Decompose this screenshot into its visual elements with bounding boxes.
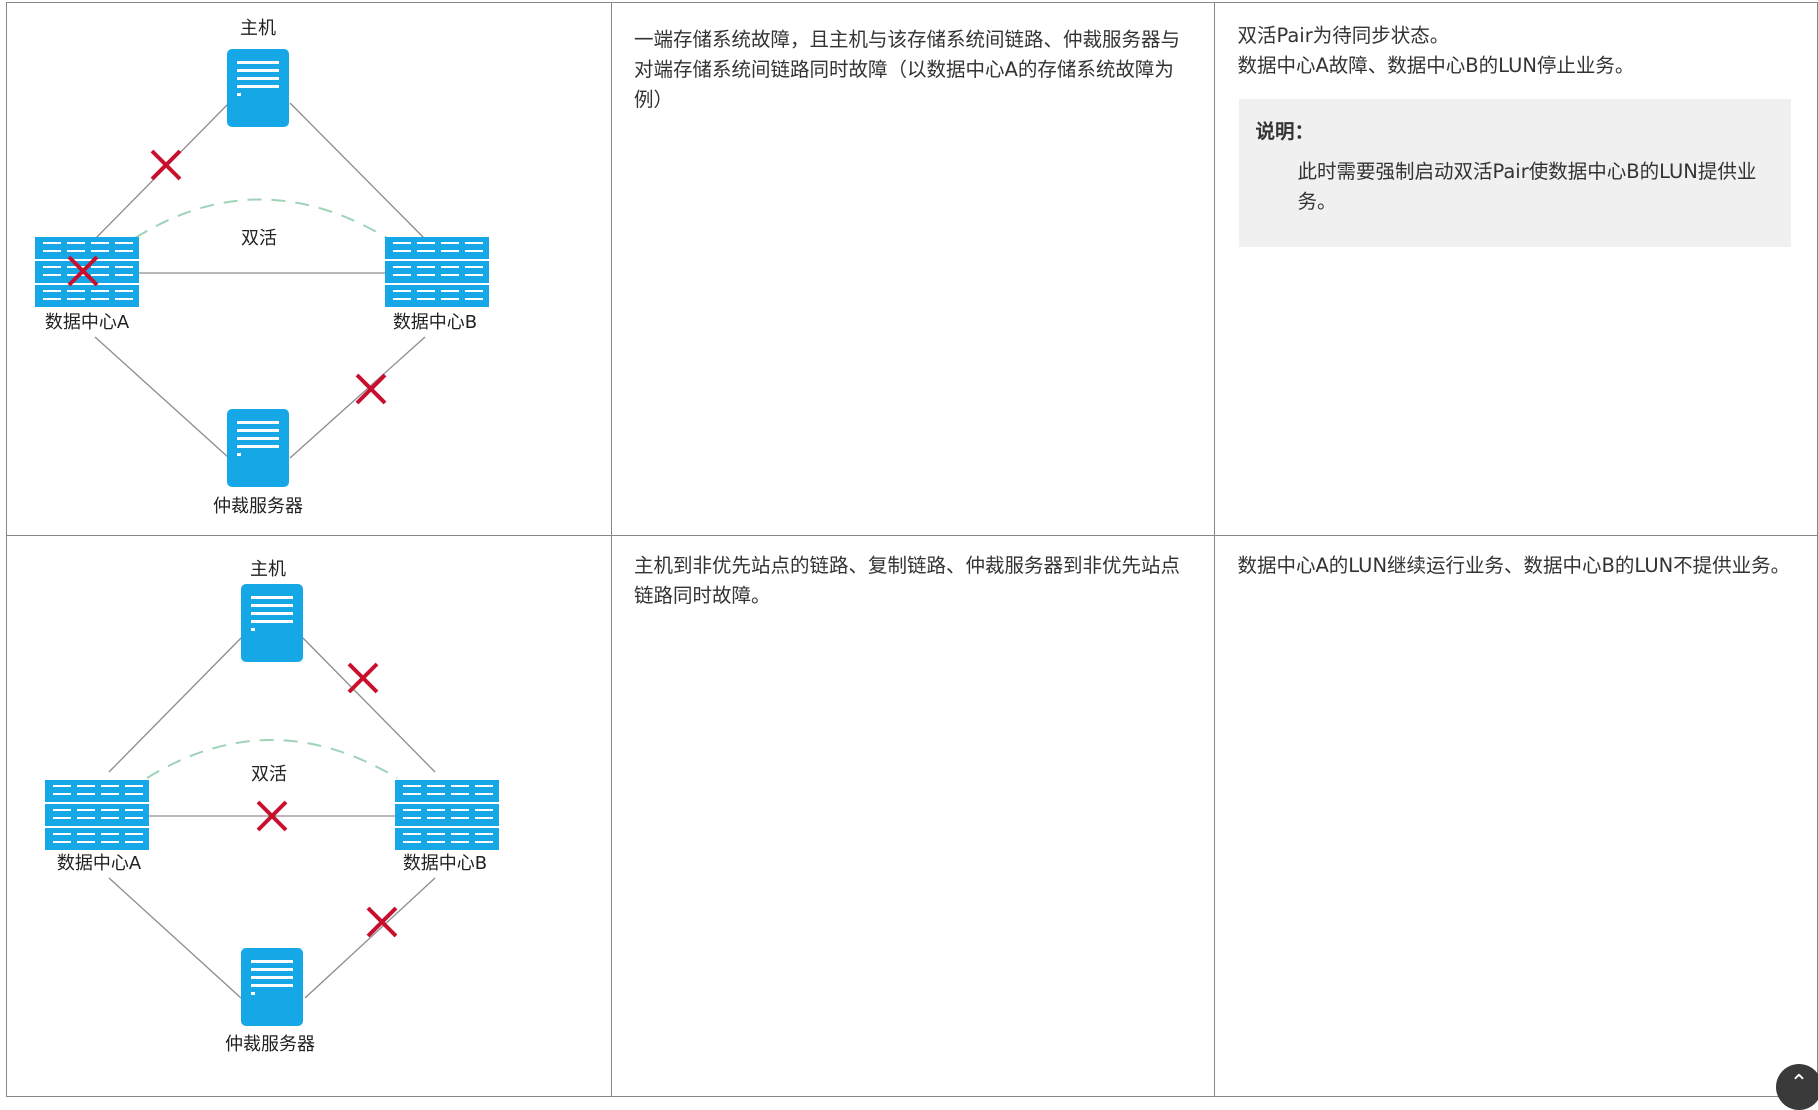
arbiter-server-icon [227,409,289,487]
link-arbiter-dc-a [108,877,242,999]
topology-diagram: 主机 仲裁服务器 [35,18,489,517]
condition-cell: 一端存储系统故障，且主机与该存储系统间链路、仲裁服务器与对端存储系统间链路同时故… [610,2,1216,536]
note-body: 此时需要强制启动双活Pair使数据中心B的LUN提供业务。 [1297,160,1757,213]
table-row: 主机 仲裁服务器 [6,535,1818,1097]
replication-link-fail-cross-mark-icon [256,800,288,832]
dc-b-label: 数据中心B [403,853,487,874]
document-page: 主机 仲裁服务器 [6,2,1818,1110]
link-host-dc-b [289,102,426,240]
result-line: 双活Pair为待同步状态。 [1237,24,1450,47]
result-cell: 数据中心A的LUN继续运行业务、数据中心B的LUN不提供业务。 [1214,535,1818,1097]
dc-b-storage-array-icon [385,237,489,307]
link-host-dc-a [108,635,244,773]
active-active-link [146,739,398,779]
result-cell: 双活Pair为待同步状态。 数据中心A故障、数据中心B的LUN停止业务。 说明：… [1214,2,1818,536]
dc-a-fail-cross-mark-icon [67,255,99,287]
dc-b-storage-array-icon [395,780,499,850]
dc-a-storage-array-icon [35,237,139,307]
link-arbiter-dc-a [94,336,230,459]
link-arbiter-dc-b [304,877,436,999]
link-host-dc-b [300,635,436,773]
result-line: 数据中心A故障、数据中心B的LUN停止业务。 [1237,54,1635,77]
dc-a-label: 数据中心A [45,312,130,333]
arbiter-server-icon [241,948,303,1026]
condition-cell: 主机到非优先站点的链路、复制链路、仲裁服务器到非优先站点链路同时故障。 [610,535,1216,1097]
topology-diagram: 主机 仲裁服务器 [45,559,499,1055]
host-link-fail-cross-mark-icon [347,662,379,694]
link-arbiter-dc-b [289,336,426,459]
failure-scenario-table: 主机 仲裁服务器 [6,2,1818,1097]
dc-a-storage-array-icon [45,780,149,850]
active-active-link [134,198,388,239]
dc-b-label: 数据中心B [393,312,477,333]
diagram-cell: 主机 仲裁服务器 [6,535,612,1097]
host-label: 主机 [250,559,286,580]
host-link-fail-cross-mark-icon [150,149,182,181]
result-line: 数据中心A的LUN继续运行业务、数据中心B的LUN不提供业务。 [1237,554,1791,577]
arbiter-link-fail-cross-mark-icon [366,906,398,938]
arbiter-label: 仲裁服务器 [213,496,303,517]
active-active-label: 双活 [241,228,277,249]
condition-text: 主机到非优先站点的链路、复制链路、仲裁服务器到非优先站点链路同时故障。 [634,554,1181,607]
note-title: 说明： [1255,120,1314,143]
note-box: 说明： 此时需要强制启动双活Pair使数据中心B的LUN提供业务。 [1239,99,1791,247]
arbiter-link-fail-cross-mark-icon [355,373,387,405]
condition-text: 一端存储系统故障，且主机与该存储系统间链路、仲裁服务器与对端存储系统间链路同时故… [634,28,1181,111]
diagram-cell: 主机 仲裁服务器 [6,2,612,536]
table-row: 主机 仲裁服务器 [6,2,1818,536]
back-to-top-icon[interactable]: ⌃ [1776,1064,1818,1110]
dc-a-label: 数据中心A [57,853,142,874]
active-active-label: 双活 [251,764,287,785]
host-server-icon [241,584,303,662]
arbiter-label: 仲裁服务器 [225,1034,315,1055]
host-server-icon [227,49,289,127]
host-label: 主机 [240,18,276,39]
